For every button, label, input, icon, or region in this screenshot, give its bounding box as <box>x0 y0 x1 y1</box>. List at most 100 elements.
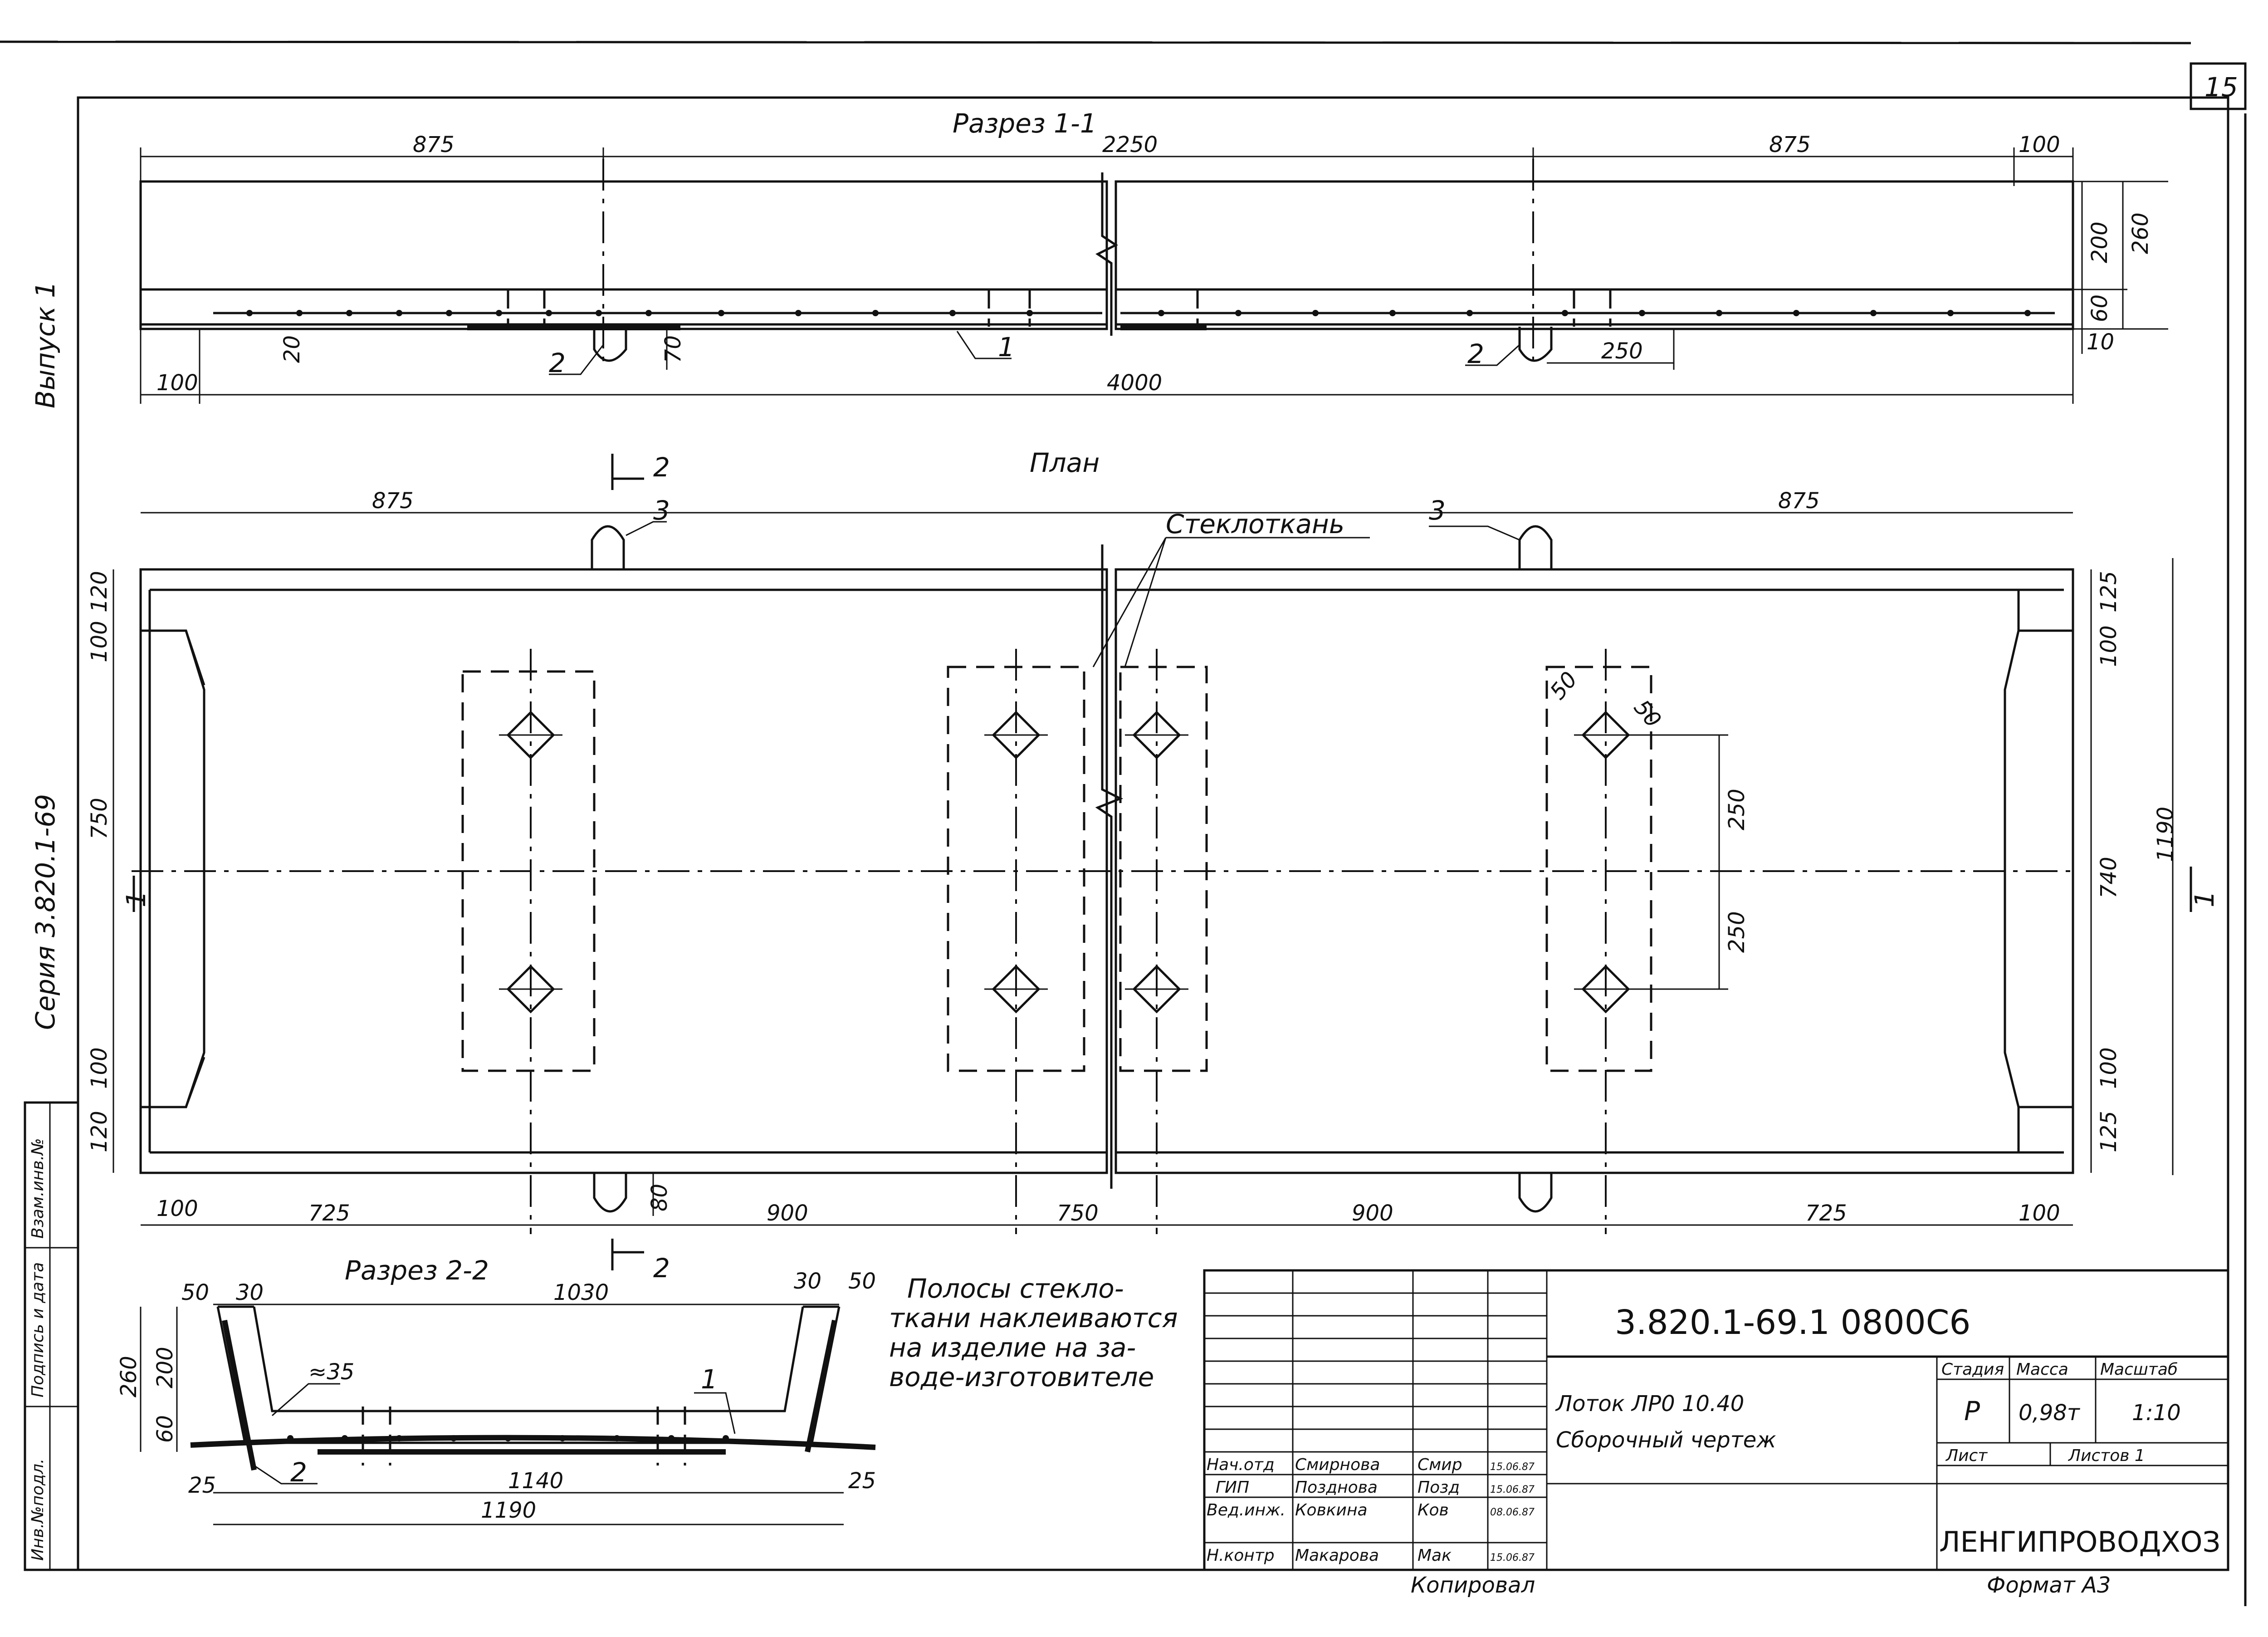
plan-dim-bottom-725a: 725 <box>308 1201 350 1226</box>
dim-100-bottom: 100 <box>156 370 198 396</box>
dim-50-b: 50 <box>1629 695 1666 733</box>
lifting-loop-right <box>1518 327 1553 362</box>
plan-dim-right-125a: 125 <box>2096 571 2121 613</box>
hole-1 <box>499 711 562 760</box>
s22-dim-50a: 50 <box>181 1280 209 1305</box>
hole-3 <box>984 711 1048 760</box>
stamp-field-1: Инв.№подл. <box>29 1459 47 1561</box>
glass-leader-1 <box>1092 537 1167 667</box>
tb-sign-1: Смир <box>1418 1456 1462 1474</box>
section-2-label-bottom: 2 <box>653 1253 670 1284</box>
hole-marks <box>499 711 1637 1014</box>
tray-body-left <box>139 180 1108 330</box>
tb-stage-header: Стадия <box>1941 1360 2004 1379</box>
section-2-2-title: Разрез 2-2 <box>345 1255 489 1286</box>
tb-name-1: Лоток ЛР0 10.40 <box>1555 1391 1744 1416</box>
dim-20: 20 <box>279 335 305 363</box>
plan-dim-right-740: 740 <box>2096 857 2121 898</box>
plan-title: План <box>1030 447 1100 478</box>
s22-dim-1140: 1140 <box>508 1468 563 1494</box>
cut-label-right: 1 <box>2189 891 2220 907</box>
plan-dim-left-120a: 120 <box>87 571 112 613</box>
plan-loop-top-left <box>591 525 625 569</box>
tb-date-2: 15.06.87 <box>1490 1484 1535 1495</box>
hole-4 <box>984 965 1048 1014</box>
break-mark-plan <box>1095 544 1124 1189</box>
callout-3b-leader <box>1429 525 1520 541</box>
callout-leader-1 <box>956 331 1012 359</box>
s22-dim-1030: 1030 <box>553 1280 609 1305</box>
callout-3b: 3 <box>1429 495 1446 526</box>
dim-10: 10 <box>2087 329 2114 355</box>
glass-leader-2 <box>1124 537 1167 667</box>
plan-dim-right-1190: 1190 <box>2153 807 2178 862</box>
sheet-number-box <box>2190 62 2247 110</box>
sheet-number: 15 <box>2204 72 2238 103</box>
callout-3a: 3 <box>653 495 670 526</box>
s22-dim-30a: 30 <box>236 1280 264 1305</box>
plan-dim-bottom-900a: 900 <box>767 1201 808 1226</box>
s22-rebar-dots <box>287 1435 729 1441</box>
s22-dim-25a: 25 <box>188 1473 216 1498</box>
tb-format: Формат А3 <box>1987 1573 2111 1598</box>
s22-angle: ≈35 <box>308 1359 354 1385</box>
rebar-dots <box>246 310 2031 316</box>
title-block-frame <box>1203 1269 2229 1571</box>
s22-callout-2-leader <box>254 1465 318 1485</box>
note-line-1: Полосы стекло- <box>907 1273 1124 1304</box>
tb-sign-4: Мак <box>1418 1546 1452 1565</box>
s22-dim-50b: 50 <box>848 1269 876 1294</box>
s22-dim-60: 60 <box>152 1415 178 1443</box>
fabrication-note: Полосы стекло- ткани наклеиваются на изд… <box>889 1273 1178 1392</box>
plan-dim-left-120b: 120 <box>87 1111 112 1152</box>
tb-name-2: Сборочный чертеж <box>1556 1427 1776 1453</box>
plan-dim-875-a: 875 <box>372 488 414 514</box>
dim-100-top: 100 <box>2019 132 2060 157</box>
dim-250-hole-a: 250 <box>1724 789 1750 830</box>
tb-sign-2: Позд <box>1418 1478 1460 1497</box>
tb-date-1: 15.06.87 <box>1490 1461 1535 1473</box>
stamp-field-2: Подпись и дата <box>29 1262 47 1397</box>
cut-label-left: 1 <box>121 891 152 907</box>
section-2-label-top: 2 <box>653 452 670 483</box>
note-line-4: воде-изготовителе <box>889 1362 1154 1392</box>
callout-leader-2b <box>1465 344 1520 366</box>
hole-7 <box>1574 711 1637 760</box>
plan-dim-right-125b: 125 <box>2096 1111 2121 1152</box>
hole-5 <box>1125 711 1188 760</box>
s22-dim-260: 260 <box>116 1356 142 1397</box>
plan-dim-left-750: 750 <box>87 798 112 839</box>
sheet-frame <box>77 96 2229 1571</box>
s22-callout-2: 2 <box>290 1457 307 1488</box>
tb-person-4: Макарова <box>1295 1546 1379 1565</box>
s22-callout-1-leader <box>694 1392 736 1434</box>
s22-dim-1190: 1190 <box>481 1498 536 1523</box>
note-line-2: ткани наклеиваются <box>889 1303 1178 1333</box>
tb-sheets-label: Листов 1 <box>2068 1446 2145 1465</box>
tb-scale: 1:10 <box>2132 1400 2181 1426</box>
section-1-1: Разрез 1-1 875 2250 875 100 <box>139 108 2168 404</box>
hole-6 <box>1125 965 1188 1014</box>
s22-dim-30b: 30 <box>794 1269 821 1294</box>
tb-date-3: 08.06.87 <box>1490 1507 1535 1518</box>
lifting-loop-left <box>593 327 627 362</box>
tb-sheet-label: Лист <box>1945 1446 1988 1465</box>
tb-copied: Копировал <box>1411 1573 1535 1598</box>
tb-date-4: 15.06.87 <box>1490 1552 1535 1563</box>
dim-200: 200 <box>2087 221 2112 263</box>
plan-dim-left-100a: 100 <box>87 621 112 662</box>
tb-sign-3: Ков <box>1418 1501 1449 1519</box>
title-block: 3.820.1-69.1 0800С6 Лоток ЛР0 10.40 Сбор… <box>1203 1269 2229 1598</box>
tb-org: ЛЕНГИПРОВОДХОЗ <box>1939 1525 2220 1559</box>
plan-loop-bottom-left <box>593 1173 627 1213</box>
dim-70: 70 <box>660 335 686 363</box>
margin-series: Серия 3.820.1-69 <box>30 794 61 1030</box>
tb-scale-header: Масштаб <box>2100 1360 2178 1379</box>
hole-8 <box>1574 965 1637 1014</box>
dim-250-hole-b: 250 <box>1724 911 1750 953</box>
s22-rebar-right <box>805 1319 837 1453</box>
plan-left-chamfer-bottom <box>150 1057 205 1108</box>
hole-2 <box>499 965 562 1014</box>
tb-stage: Р <box>1964 1396 1980 1426</box>
tb-code: 3.820.1-69.1 0800С6 <box>1615 1303 1971 1342</box>
